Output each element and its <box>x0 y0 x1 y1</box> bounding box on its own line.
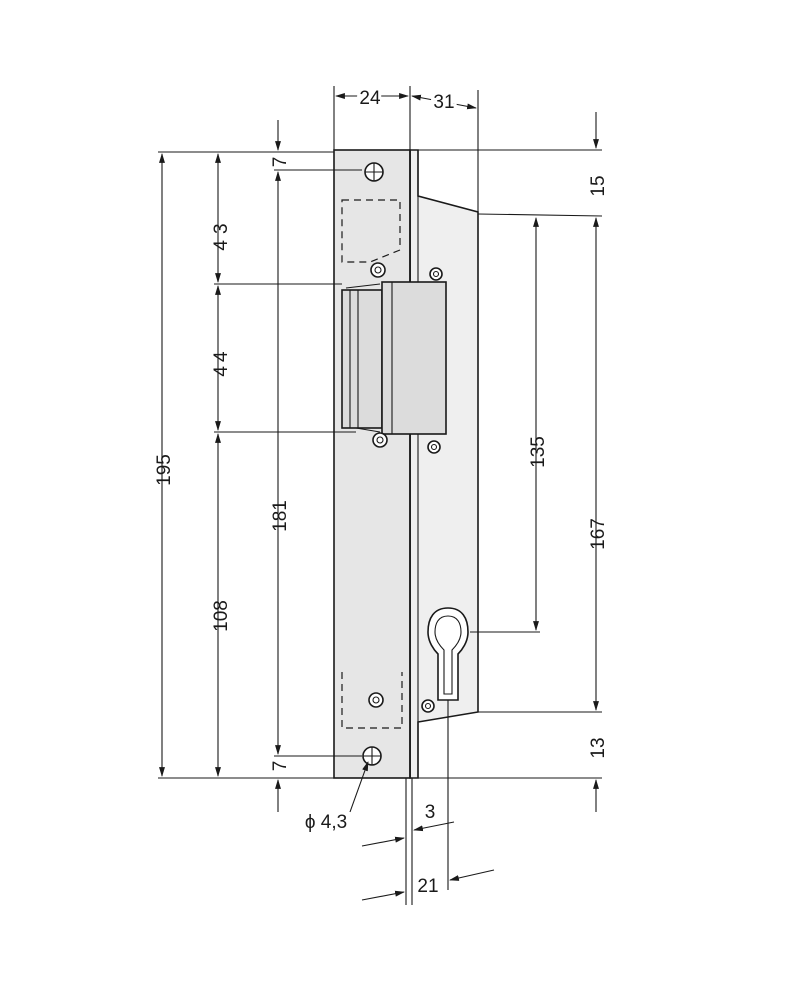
screw-hole-lower <box>368 692 384 708</box>
dim-overall-height: 195 <box>154 454 175 486</box>
dim-bolt-height: 44 <box>211 347 232 376</box>
dim-housing-height: 167 <box>588 518 609 550</box>
screw-hole-upper <box>370 262 386 278</box>
dimension-lines <box>159 93 599 901</box>
dim-hole-bottom-offset: 7 <box>270 761 291 772</box>
dim-bolt-to-bottom: 108 <box>211 600 232 632</box>
faceplate <box>333 149 411 779</box>
hidden-outline-bottom <box>341 672 403 729</box>
dim-top-step: 15 <box>588 175 609 196</box>
dim-plate-width: 24 <box>359 88 381 109</box>
dim-plate-thickness: 3 <box>425 802 436 823</box>
dimension-labels: 195 43 44 108 181 7 7 135 167 15 13 24 3… <box>154 85 609 897</box>
dim-hole-diameter: ϕ 4,3 <box>305 812 347 833</box>
extension-lines <box>158 86 603 905</box>
lock-body <box>333 149 479 779</box>
dim-bottom-step: 13 <box>588 737 609 758</box>
dim-hole-spacing: 181 <box>270 500 291 532</box>
screw-hole-bottom <box>362 746 382 766</box>
dim-hole-top-offset: 7 <box>270 157 291 168</box>
housing-rivet-bottom <box>421 699 435 713</box>
latch-bolt <box>341 281 447 435</box>
dim-top-to-bolt: 43 <box>211 217 232 250</box>
screw-hole-mid <box>372 432 388 448</box>
housing-rivet-top <box>429 267 443 281</box>
dim-bolt-to-cylinder: 135 <box>528 436 549 468</box>
dim-total-depth: 31 <box>433 92 454 113</box>
hidden-outline-top <box>341 199 401 263</box>
screw-hole-top <box>364 162 384 182</box>
dim-backset: 21 <box>417 876 438 897</box>
housing-rivet-mid <box>427 440 441 454</box>
